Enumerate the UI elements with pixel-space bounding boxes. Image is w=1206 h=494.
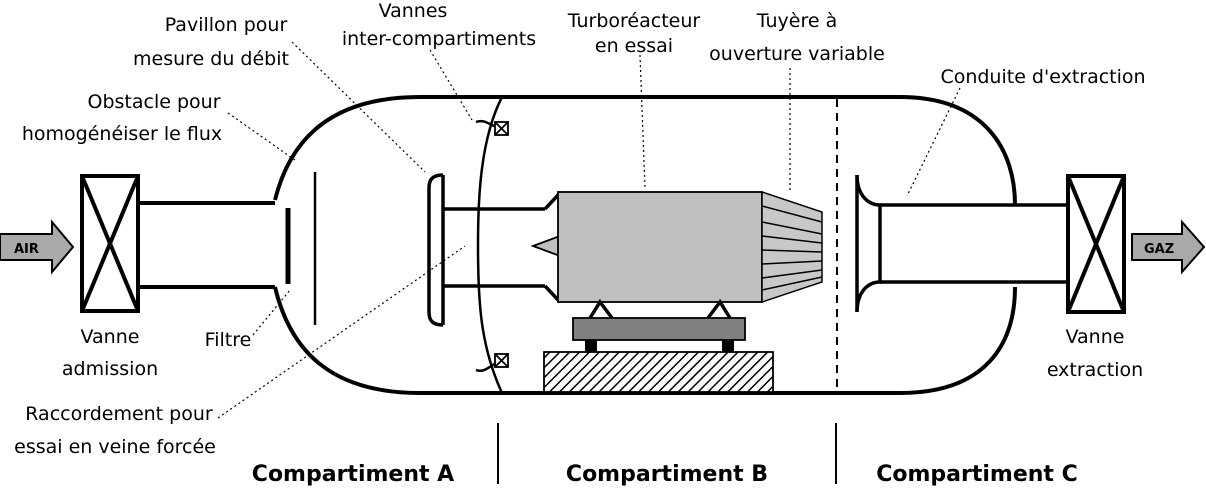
- svg-text:admission: admission: [62, 358, 158, 380]
- engine-stand: [572, 317, 746, 341]
- engine-spinner: [530, 234, 561, 258]
- extraction-duct: [855, 174, 1068, 313]
- compartment-c-label: Compartiment C: [876, 462, 1078, 487]
- svg-text:Vannes: Vannes: [379, 0, 448, 22]
- air-inlet-arrow: AIR: [0, 219, 75, 275]
- pavillon-label: Pavillon pour mesure du débit: [133, 14, 289, 70]
- extraction-valve: [1066, 174, 1126, 314]
- raccordement-label: Raccordement pour essai en veine forcée: [14, 403, 216, 458]
- stand-foot-right: [722, 340, 734, 352]
- bellmouth: [427, 173, 562, 327]
- engine-body: [557, 191, 763, 303]
- engine-mounts: [588, 298, 732, 320]
- svg-text:Obstacle pour: Obstacle pour: [88, 91, 221, 113]
- svg-text:homogénéiser le flux: homogénéiser le flux: [22, 123, 222, 145]
- air-arrow-label: AIR: [14, 242, 39, 257]
- gas-arrow-label: GAZ: [1144, 242, 1174, 257]
- svg-text:Tuyère à: Tuyère à: [756, 10, 837, 32]
- svg-text:en essai: en essai: [595, 35, 673, 57]
- svg-text:Pavillon pour: Pavillon pour: [165, 14, 288, 36]
- svg-text:Raccordement pour: Raccordement pour: [25, 403, 213, 425]
- filtre-label: Filtre: [205, 329, 252, 351]
- variable-nozzle: [761, 190, 823, 304]
- vanne-admission-label: Vanne admission: [62, 326, 158, 380]
- svg-text:extraction: extraction: [1047, 359, 1143, 381]
- inter-compartment-valve-bottom: [494, 353, 509, 368]
- vannes-inter-label: Vannes inter-compartiments: [342, 0, 536, 50]
- conduite-label: Conduite d'extraction: [940, 66, 1145, 88]
- turbojet-engine: [530, 190, 823, 393]
- inter-compartment-valve-top: [494, 121, 509, 136]
- inlet-valve: [80, 174, 140, 313]
- test-chamber: [273, 95, 1017, 395]
- svg-text:Conduite d'extraction: Conduite d'extraction: [940, 66, 1145, 88]
- compartment-a-label: Compartiment A: [252, 462, 454, 487]
- leader-lines: [217, 41, 961, 419]
- svg-text:ouverture variable: ouverture variable: [709, 43, 885, 65]
- vanne-extraction-label: Vanne extraction: [1047, 326, 1143, 381]
- engine-foundation: [543, 351, 774, 393]
- compartment-b-label: Compartiment B: [566, 462, 768, 487]
- svg-text:inter-compartiments: inter-compartiments: [342, 28, 536, 50]
- svg-text:Vanne: Vanne: [81, 326, 140, 348]
- svg-text:mesure du débit: mesure du débit: [133, 48, 289, 70]
- svg-text:Vanne: Vanne: [1066, 326, 1125, 348]
- gas-outlet-arrow: GAZ: [1131, 219, 1206, 275]
- svg-text:essai en veine forcée: essai en veine forcée: [14, 436, 216, 458]
- stand-foot-left: [585, 340, 597, 352]
- obstacle-label: Obstacle pour homogénéiser le flux: [22, 91, 222, 145]
- inter-compartment-wall: [475, 96, 504, 394]
- compartment-separators: [497, 423, 837, 484]
- tuyere-label: Tuyère à ouverture variable: [709, 10, 885, 65]
- inlet-duct: [138, 201, 275, 289]
- svg-text:Filtre: Filtre: [205, 329, 252, 351]
- svg-text:Turboréacteur: Turboréacteur: [567, 10, 701, 32]
- turbo-label: Turboréacteur en essai: [567, 10, 701, 57]
